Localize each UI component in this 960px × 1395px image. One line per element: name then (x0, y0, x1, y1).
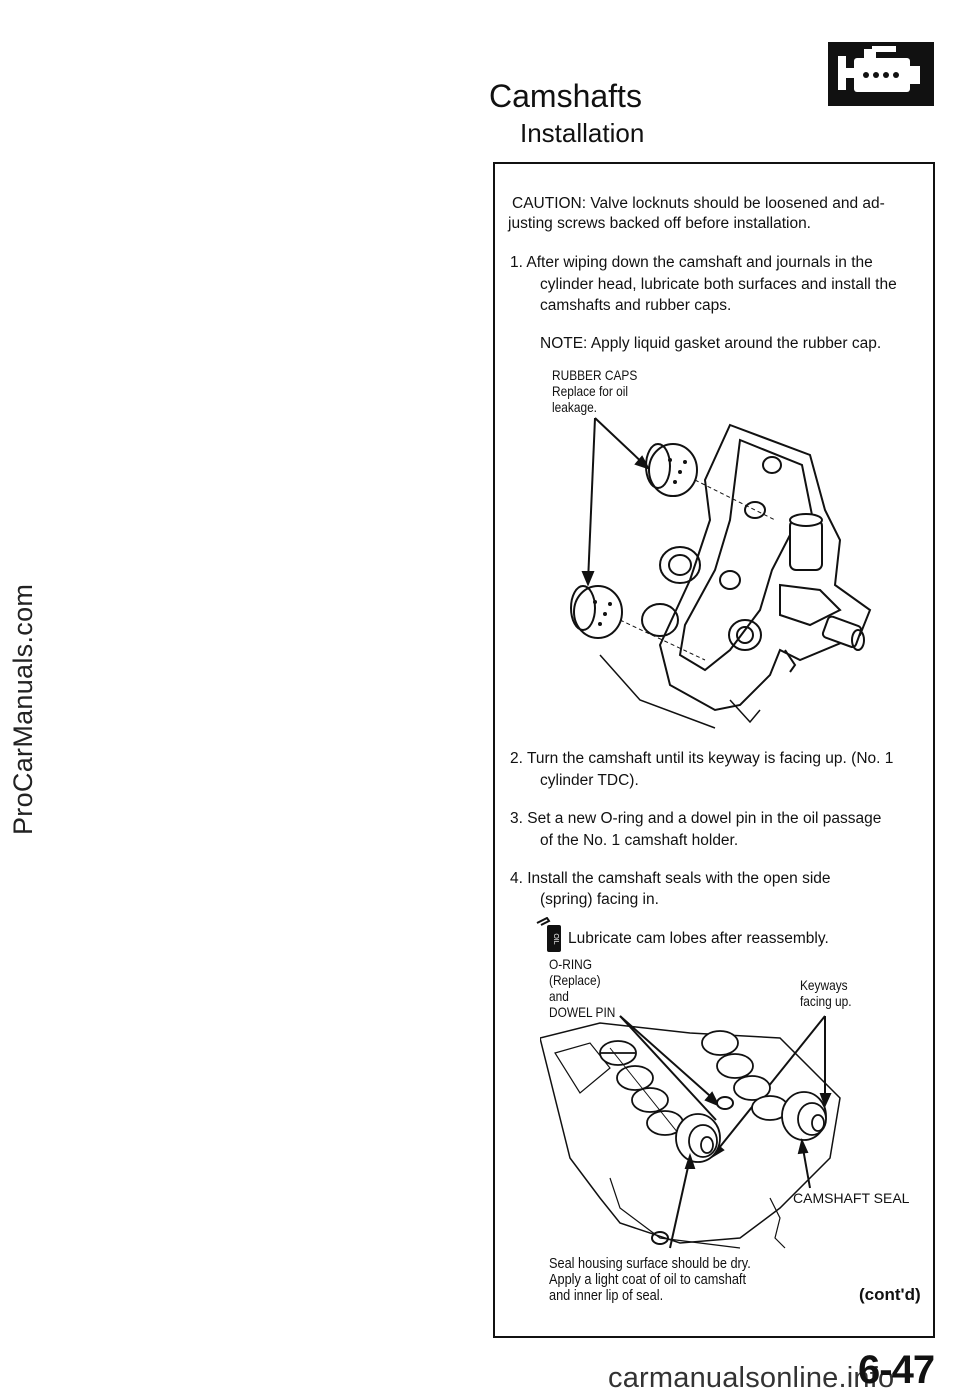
oil-can-icon: OIL (535, 916, 565, 953)
step-4-line-2: (spring) facing in. (540, 891, 659, 908)
page-title: Camshafts (489, 78, 642, 114)
caution-line-2: justing screws backed off before install… (508, 215, 811, 232)
section-heading: Installation (512, 118, 653, 149)
svg-text:OIL: OIL (552, 933, 559, 944)
cylinder-head-illustration (540, 410, 900, 735)
side-watermark: ProCarManuals.com (8, 583, 38, 835)
step-3-line-2: of the No. 1 camshaft holder. (540, 832, 739, 849)
step-2-line-1: 2. Turn the camshaft until its keyway is… (510, 750, 894, 767)
rubber-caps-label: RUBBER CAPS Replace for oil leakage. (552, 367, 638, 415)
step-1-line-2: cylinder head, lubricate both surfaces a… (540, 276, 897, 293)
section-frame (493, 162, 935, 1338)
step-4-line-1: 4. Install the camshaft seals with the o… (510, 870, 831, 887)
camshaft-seal-label: CAMSHAFT SEAL (793, 1190, 910, 1206)
oring-dowel-label: O-RING (Replace) and DOWEL PIN (549, 956, 616, 1020)
step-3-line-1: 3. Set a new O-ring and a dowel pin in t… (510, 810, 882, 827)
camshaft-installation-illustration (539, 1008, 850, 1258)
seal-housing-note: Seal housing surface should be dry. Appl… (549, 1255, 751, 1304)
engine-icon (828, 42, 934, 106)
step-1-line-1: 1. After wiping down the camshaft and jo… (510, 254, 873, 271)
step-1-note: NOTE: Apply liquid gasket around the rub… (540, 335, 882, 352)
caution-line-1: CAUTION: Valve locknuts should be loosen… (512, 195, 885, 212)
step-2-line-2: cylinder TDC). (540, 772, 639, 789)
lubricate-note: Lubricate cam lobes after reassembly. (568, 930, 829, 947)
continued-label: (cont'd) (859, 1285, 921, 1304)
keyways-label: Keyways facing up. (800, 977, 852, 1009)
footer-watermark: carmanualsonline.info (608, 1362, 895, 1394)
page-number: 6-47 (858, 1348, 935, 1392)
step-1-line-3: camshafts and rubber caps. (540, 297, 732, 314)
